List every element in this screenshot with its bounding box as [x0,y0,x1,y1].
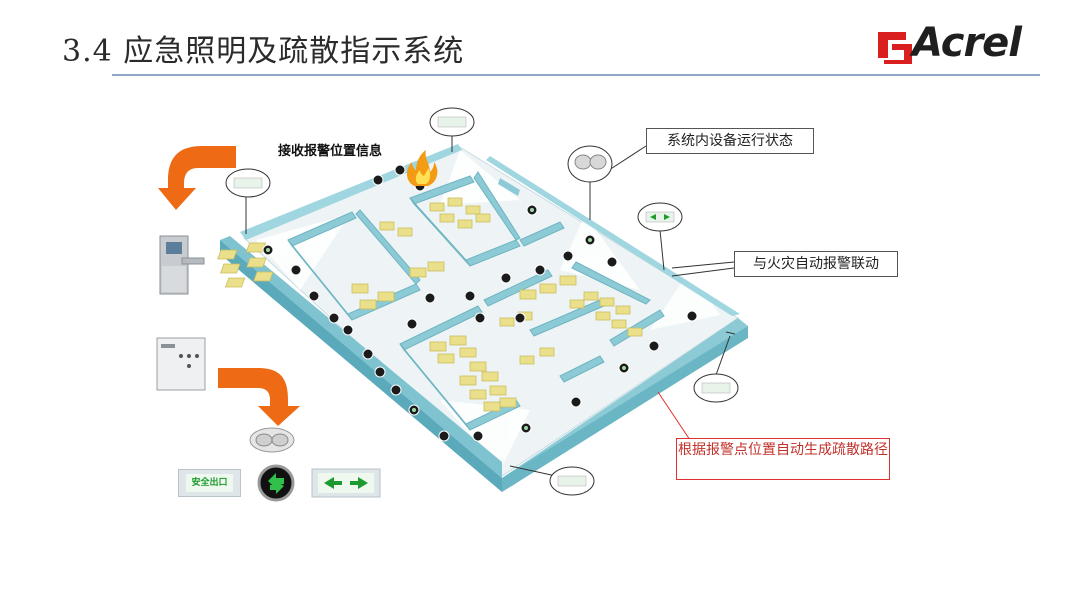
auto-route-callout: 根据报警点位置自动生成疏散路径 [676,438,890,480]
round-indicator-icon [257,464,295,502]
control-computer-icon [159,235,205,295]
alarm-receive-label: 接收报警位置信息 [278,144,383,159]
inner-walls [287,171,665,431]
acrel-mark-icon [878,32,912,64]
outer-walls [220,144,748,492]
callout-lines [245,134,736,477]
exit-sign-text: 安全出口 [186,474,233,492]
desk-clusters [217,197,643,412]
fire-linkage-callout: 与火灾自动报警联动 [734,251,898,277]
acrel-logo: Acrel [876,20,1046,68]
fire-icon [407,150,438,186]
callout-bubbles [225,107,739,496]
orange-curved-arrow-icon [218,368,300,426]
route-callout-line [657,391,691,441]
distribution-cabinet-icon [156,337,206,391]
page-title: 3.4 应急照明及疏散指示系统 [62,34,465,69]
title-underline [112,74,1040,76]
device-status-callout: 系统内设备运行状态 [646,128,814,154]
orange-curved-arrow-icon [158,146,236,210]
arrow-indicator-icon [311,468,381,498]
floor-indicators [262,164,698,442]
emergency-light-icon [249,427,295,453]
brand-name: Acrel [912,20,1022,66]
exit-sign-icon: 安全出口 [178,469,241,497]
